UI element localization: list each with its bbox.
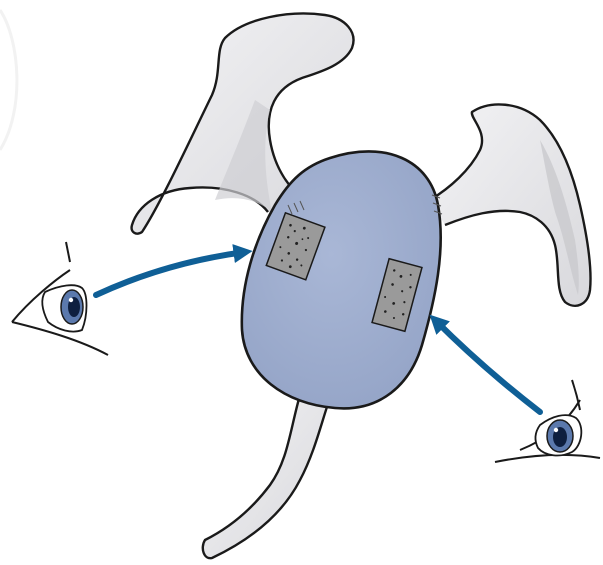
scapular-neck (203, 395, 330, 558)
arrow-right-view (435, 320, 540, 412)
eye-icon (12, 242, 108, 355)
arrow-left-view (96, 252, 245, 295)
background-arc (0, 10, 17, 150)
acromion-process (430, 104, 591, 305)
